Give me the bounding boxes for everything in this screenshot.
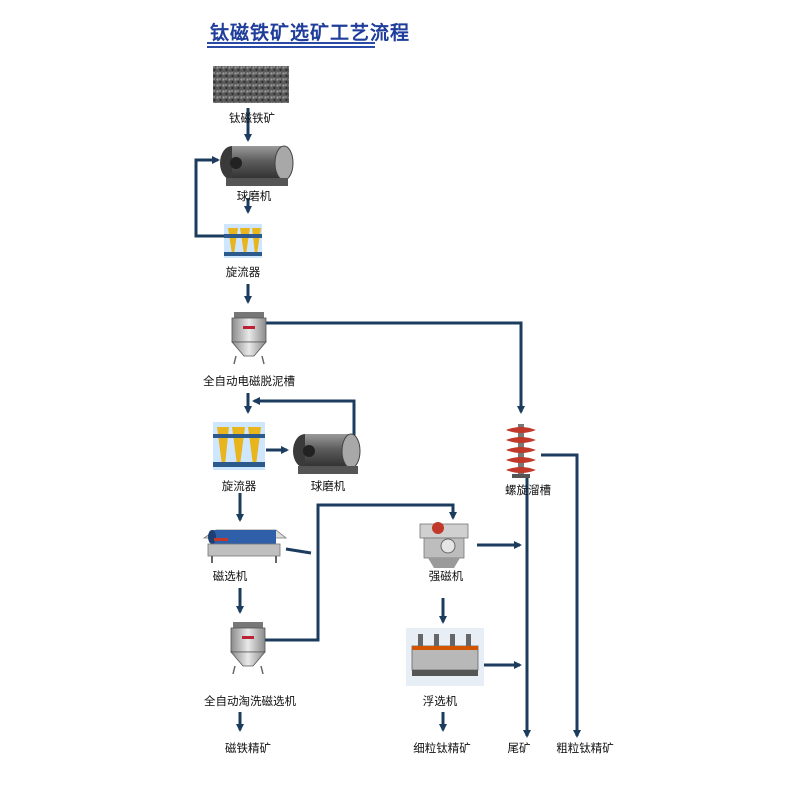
cyclone-2-image	[213, 422, 265, 470]
arrow-separator-out	[285, 547, 312, 555]
ball-mill-1-image	[220, 145, 294, 186]
line-spiral-to-coarse-ti	[541, 453, 581, 738]
title-underline	[207, 42, 375, 44]
label-magnetic-separator: 磁选机	[212, 569, 248, 583]
label-ball-mill-2: 球磨机	[310, 479, 346, 493]
recycle-loop-mill2-to-cyclone2	[252, 397, 356, 446]
label-fine-ti-concentrate: 细粒钛精矿	[413, 741, 471, 755]
demud-tank-image	[231, 312, 267, 365]
label-cyclone-2: 旋流器	[221, 479, 257, 493]
label-cyclone-1: 旋流器	[225, 265, 261, 279]
elutriation-separator-image	[230, 622, 266, 675]
magnetic-separator-image	[202, 529, 288, 563]
label-elutriation-separator: 全自动淘洗磁选机	[204, 694, 296, 708]
ore-sample-image	[213, 66, 289, 103]
title-underline-2	[207, 46, 375, 48]
flow-lines	[194, 108, 581, 738]
flotation-machine-image	[406, 628, 484, 686]
label-demud-tank: 全自动电磁脱泥槽	[203, 374, 295, 388]
label-coarse-ti-concentrate: 粗粒钛精矿	[556, 741, 614, 755]
label-tailings: 尾矿	[507, 741, 531, 755]
cyclone-1-image	[224, 224, 262, 258]
line-demud-to-spiral	[266, 321, 525, 414]
label-flotation: 浮选机	[422, 694, 458, 708]
recycle-loop-cyclone-to-mill	[194, 156, 224, 238]
line-elutriation-to-trunk	[264, 553, 320, 642]
label-strong-magnetic: 强磁机	[428, 569, 464, 583]
label-iron-concentrate: 磁铁精矿	[225, 741, 271, 755]
ball-mill-2-image	[293, 433, 361, 474]
line-separator-to-strong	[316, 503, 457, 553]
strong-magnetic-separator-image	[419, 522, 469, 568]
diagram-title: 钛磁铁矿选矿工艺流程	[210, 22, 411, 44]
spiral-chute-image	[506, 424, 536, 478]
label-ball-mill-1: 球磨机	[236, 189, 272, 203]
label-spiral-chute: 螺旋溜槽	[505, 483, 551, 497]
label-ore: 钛磁铁矿	[229, 111, 275, 125]
